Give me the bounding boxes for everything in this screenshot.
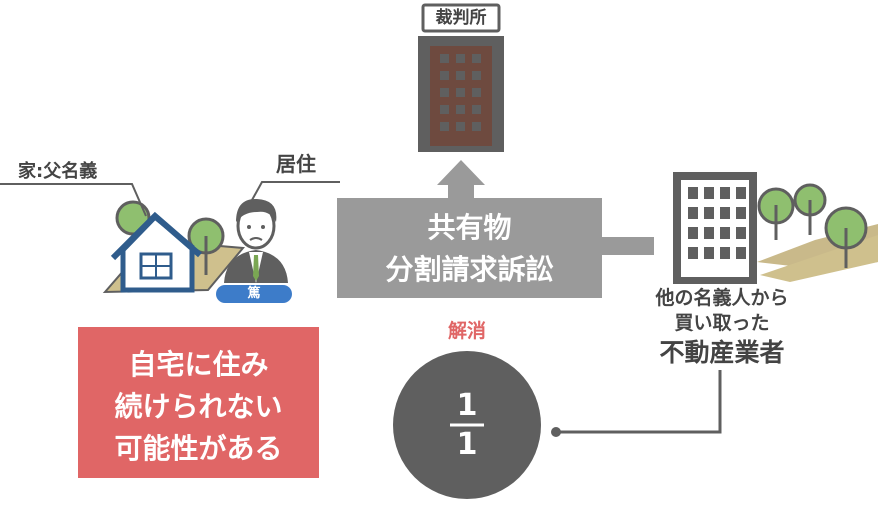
resident-badge-label: 篤	[247, 286, 261, 301]
court-label: 裁判所	[435, 8, 487, 28]
result-line3: 可能性がある	[114, 432, 283, 465]
office-building-icon	[673, 172, 757, 284]
fraction-denominator: 1	[456, 427, 478, 462]
resident-badge	[216, 285, 292, 303]
tree-icon	[187, 217, 225, 275]
lawsuit-title-line1: 共有物	[427, 211, 512, 244]
tree-icon	[757, 187, 795, 240]
arrow-up-to-court	[437, 160, 485, 200]
house-owner-label: 家:父名義	[18, 161, 98, 182]
office-trees	[757, 183, 878, 282]
result-box	[78, 327, 319, 478]
house-label-line	[0, 183, 147, 217]
connector-dot	[551, 427, 561, 437]
result-line1: 自宅に住み	[128, 348, 269, 381]
lawsuit-title-line2: 分割請求訴訟	[385, 253, 554, 286]
residence-label-line	[251, 181, 340, 201]
tree-icon	[793, 183, 827, 235]
buyer-label-line1: 他の名義人から	[655, 287, 789, 309]
connector-fraction-buyer	[556, 370, 722, 434]
court-building-icon	[418, 3, 504, 152]
house-icon	[102, 200, 245, 294]
buyer-label-line3: 不動産業者	[659, 338, 785, 367]
result-line2: 続けられない	[114, 390, 283, 423]
residence-label: 居住	[276, 152, 316, 176]
fraction-numerator: 1	[456, 388, 478, 423]
buyer-label-line2: 買い取った	[674, 312, 770, 334]
connector-lawsuit-office	[602, 237, 654, 255]
lawsuit-box	[337, 198, 602, 298]
man-icon	[224, 198, 288, 283]
dissolution-label: 解消	[447, 320, 486, 342]
tree-icon	[824, 206, 868, 268]
